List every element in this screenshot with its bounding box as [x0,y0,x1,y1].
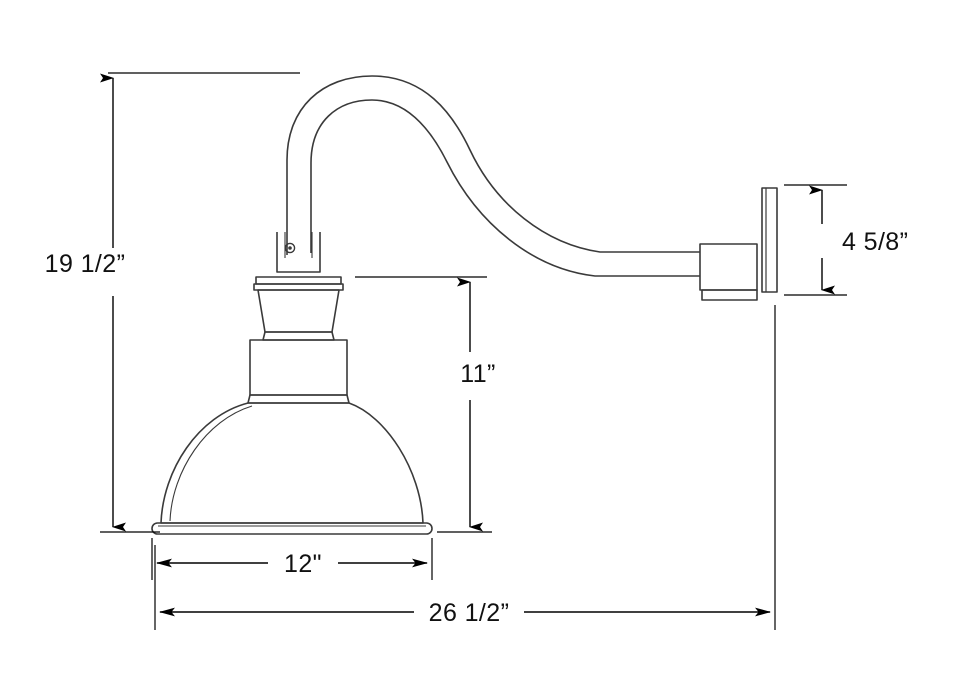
dimension-overall-extension [154,305,776,630]
dimension-label-overall-extension: 26 1/2” [429,599,510,627]
fixture-assembly [151,75,778,535]
dimension-label-backplate-height: 4 5/8” [842,228,908,256]
stem [276,232,321,273]
dimension-shade-diameter [151,538,433,580]
dome-shade [160,402,424,524]
socket-housing [247,276,350,404]
dimension-backplate-height [784,184,847,296]
shade-rim [151,522,433,535]
wall-plate [761,187,778,293]
dimension-overall-height [100,72,300,533]
dimension-labels: 19 1/2” 11” 4 5/8” 12" 26 1/2” [45,228,908,627]
dimension-label-shade-height: 11” [460,360,495,388]
dimension-annotations [100,72,847,630]
dimension-label-shade-diameter: 12" [284,550,322,578]
stem-screw [284,242,296,254]
arm-collar [699,243,758,301]
dimension-shade-height [355,276,492,533]
dimension-label-overall-height: 19 1/2” [45,250,126,278]
gooseneck-arm [286,75,700,277]
